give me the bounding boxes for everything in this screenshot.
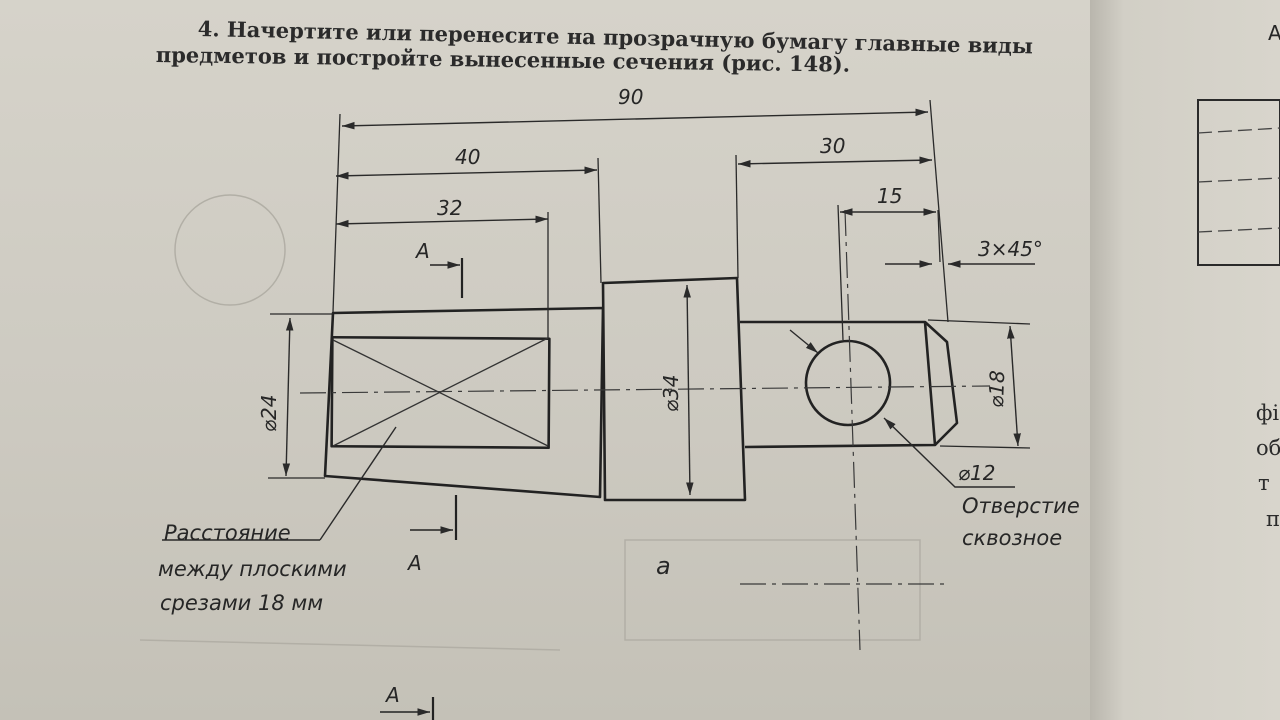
right-page-sketch bbox=[1197, 99, 1280, 266]
dim-diameter-12: ⌀12 bbox=[958, 461, 996, 485]
centre-lines bbox=[299, 209, 991, 651]
dim-length-32: 32 bbox=[437, 196, 462, 220]
dim-length-30: 30 bbox=[820, 134, 845, 158]
flats-note-line-1: Расстояние bbox=[164, 521, 291, 545]
right-page bbox=[1090, 0, 1280, 720]
hole-note-line-1: Отверстие bbox=[962, 494, 1080, 518]
dim-length-40: 40 bbox=[455, 145, 480, 169]
part-outline bbox=[323, 276, 959, 502]
right-page-text-2: об bbox=[1256, 436, 1280, 460]
extension-lines bbox=[268, 99, 1031, 479]
section-letter-top: А bbox=[414, 239, 430, 263]
dimension-lines bbox=[162, 108, 1035, 541]
flats-note-line-3: срезами 18 мм bbox=[160, 591, 323, 615]
dim-diameter-34: ⌀34 bbox=[659, 375, 683, 413]
section-letter-bottom: А bbox=[406, 551, 422, 575]
figure-label: а bbox=[656, 552, 671, 580]
right-page-text-1: фі bbox=[1256, 401, 1279, 425]
hole-note-line-2: сквозное bbox=[962, 526, 1062, 550]
right-page-text-3: т bbox=[1258, 471, 1270, 495]
dim-overall-length: 90 bbox=[618, 85, 643, 109]
right-page-text-4: п bbox=[1266, 507, 1280, 531]
dim-diameter-18: ⌀18 bbox=[984, 370, 1009, 408]
flats-note-line-2: между плоскими bbox=[158, 557, 347, 581]
section-marks bbox=[380, 258, 464, 720]
right-page-corner-letter: А bbox=[1268, 21, 1280, 45]
section-letter-lower-page: А bbox=[384, 683, 400, 707]
bleed-through-shapes bbox=[139, 194, 921, 651]
dim-diameter-24: ⌀24 bbox=[257, 395, 281, 433]
dim-length-15: 15 bbox=[877, 184, 902, 208]
dim-chamfer: 3×45° bbox=[978, 237, 1043, 261]
